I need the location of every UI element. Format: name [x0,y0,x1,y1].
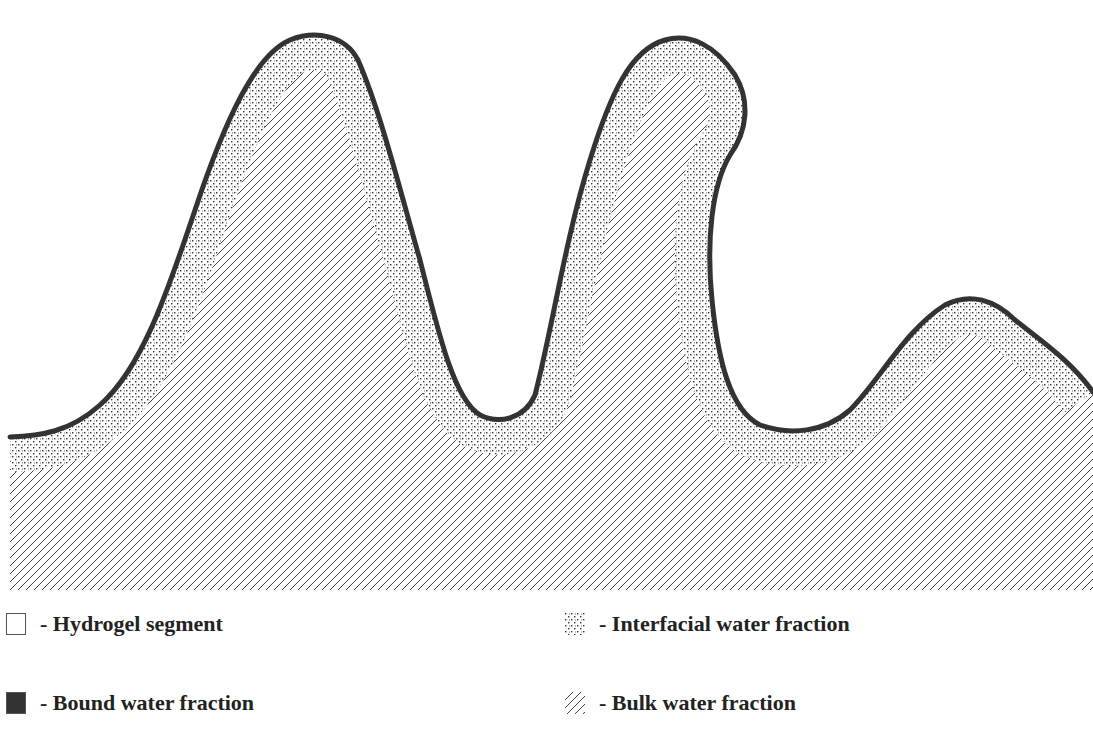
legend-label: - Hydrogel segment [40,611,223,637]
legend-label: - Interfacial water fraction [599,611,850,637]
legend-swatch [6,613,26,635]
legend-item: - Interfacial water fraction [565,611,850,637]
bulk-water [10,35,1093,590]
legend-label: - Bound water fraction [40,690,254,716]
legend-item: - Bound water fraction [6,690,254,716]
bound-water-line [10,35,1093,437]
legend-swatch [6,692,26,714]
legend-item: - Hydrogel segment [6,611,223,637]
legend-swatch [565,692,585,714]
legend-swatch [565,613,585,635]
legend-item: - Bulk water fraction [565,690,796,716]
interfacial-water [10,35,1093,437]
legend-label: - Bulk water fraction [599,690,796,716]
